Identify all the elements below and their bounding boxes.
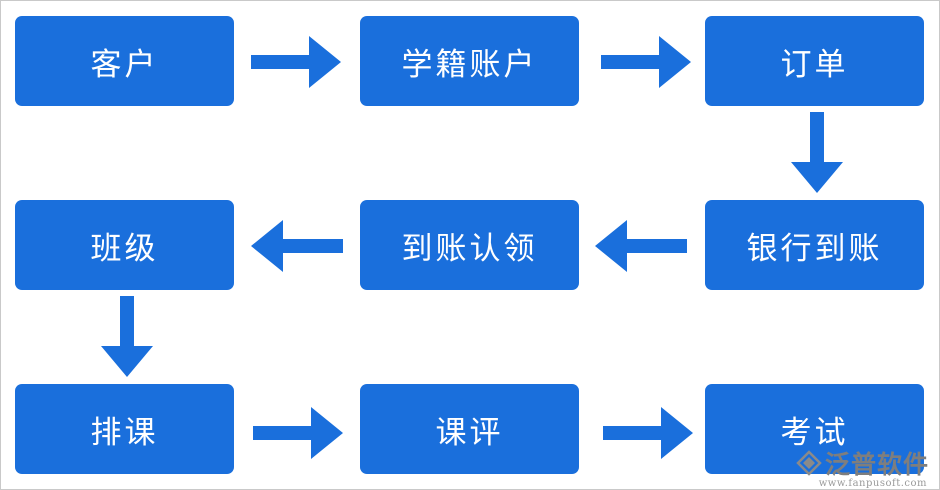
node-order: 订单 xyxy=(705,16,924,106)
arrow-order-to-bank-received xyxy=(791,112,843,193)
arrow-bank-received-to-receipt-claim xyxy=(595,220,687,272)
watermark-url: www.fanpusoft.com xyxy=(818,478,927,489)
arrow-course-evaluation-to-exam xyxy=(603,407,693,459)
node-customer-label: 客户 xyxy=(90,46,159,83)
watermark: 泛普软件 xyxy=(796,445,929,481)
node-student-account-label: 学籍账户 xyxy=(401,46,538,83)
node-scheduling-label: 排课 xyxy=(90,414,159,451)
node-student-account: 学籍账户 xyxy=(360,16,579,106)
arrow-receipt-claim-to-class xyxy=(251,220,343,272)
node-receipt-claim: 到账认领 xyxy=(360,200,579,290)
fanpu-logo-icon xyxy=(796,450,822,476)
node-customer: 客户 xyxy=(15,16,234,106)
node-class: 班级 xyxy=(15,200,234,290)
node-order-label: 订单 xyxy=(780,46,849,83)
node-course-evaluation: 课评 xyxy=(360,384,579,474)
node-scheduling: 排课 xyxy=(15,384,234,474)
arrow-scheduling-to-course-evaluation xyxy=(253,407,343,459)
arrow-class-to-scheduling xyxy=(101,296,153,377)
arrow-student-account-to-order xyxy=(601,36,691,88)
node-bank-received: 银行到账 xyxy=(705,200,924,290)
arrow-customer-to-student-account xyxy=(251,36,341,88)
node-class-label: 班级 xyxy=(90,230,159,267)
node-course-evaluation-label: 课评 xyxy=(435,414,504,451)
watermark-brand: 泛普软件 xyxy=(824,450,929,479)
node-receipt-claim-label: 到账认领 xyxy=(401,230,538,267)
node-bank-received-label: 银行到账 xyxy=(746,230,883,267)
node-exam-label: 考试 xyxy=(780,414,849,451)
